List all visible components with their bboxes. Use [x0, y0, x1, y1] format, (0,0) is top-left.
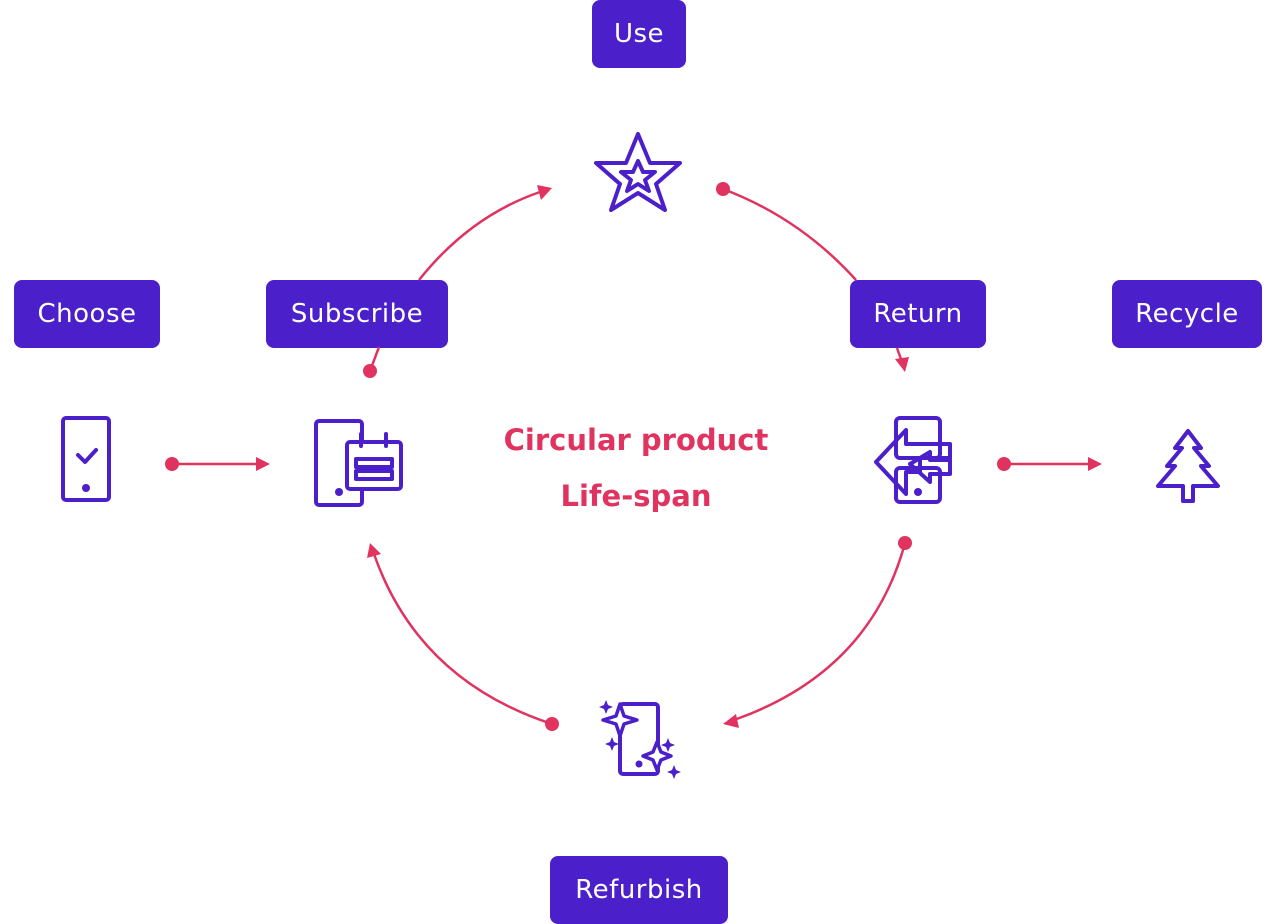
- label-use: Use: [592, 0, 686, 68]
- center-title-line-2: Life-span: [560, 479, 712, 513]
- phone-calendar-icon: [314, 419, 403, 507]
- label-choose: Choose: [14, 280, 160, 348]
- phone-check-icon: [61, 416, 111, 502]
- label-recycle: Recycle: [1112, 280, 1262, 348]
- label-subscribe: Subscribe: [266, 280, 448, 348]
- arrow-choose-to-subscribe: [165, 457, 270, 471]
- star-icon: [594, 132, 682, 212]
- tree-icon: [1156, 429, 1220, 503]
- center-title-line-1: Circular product: [503, 423, 769, 457]
- arrow-return-to-recycle: [997, 457, 1102, 471]
- arrow-return-to-refurbish: [723, 536, 912, 728]
- arrow-refurbish-to-subscribe: [367, 543, 559, 731]
- phone-sparkle-icon: [599, 700, 681, 779]
- arrow-subscribe-to-use: [363, 185, 552, 378]
- label-return: Return: [850, 280, 986, 348]
- phone-return-icon: [874, 416, 952, 504]
- center-title: Circular product Life-span: [456, 412, 816, 524]
- arrow-use-to-return: [716, 182, 909, 372]
- label-refurbish: Refurbish: [550, 856, 728, 924]
